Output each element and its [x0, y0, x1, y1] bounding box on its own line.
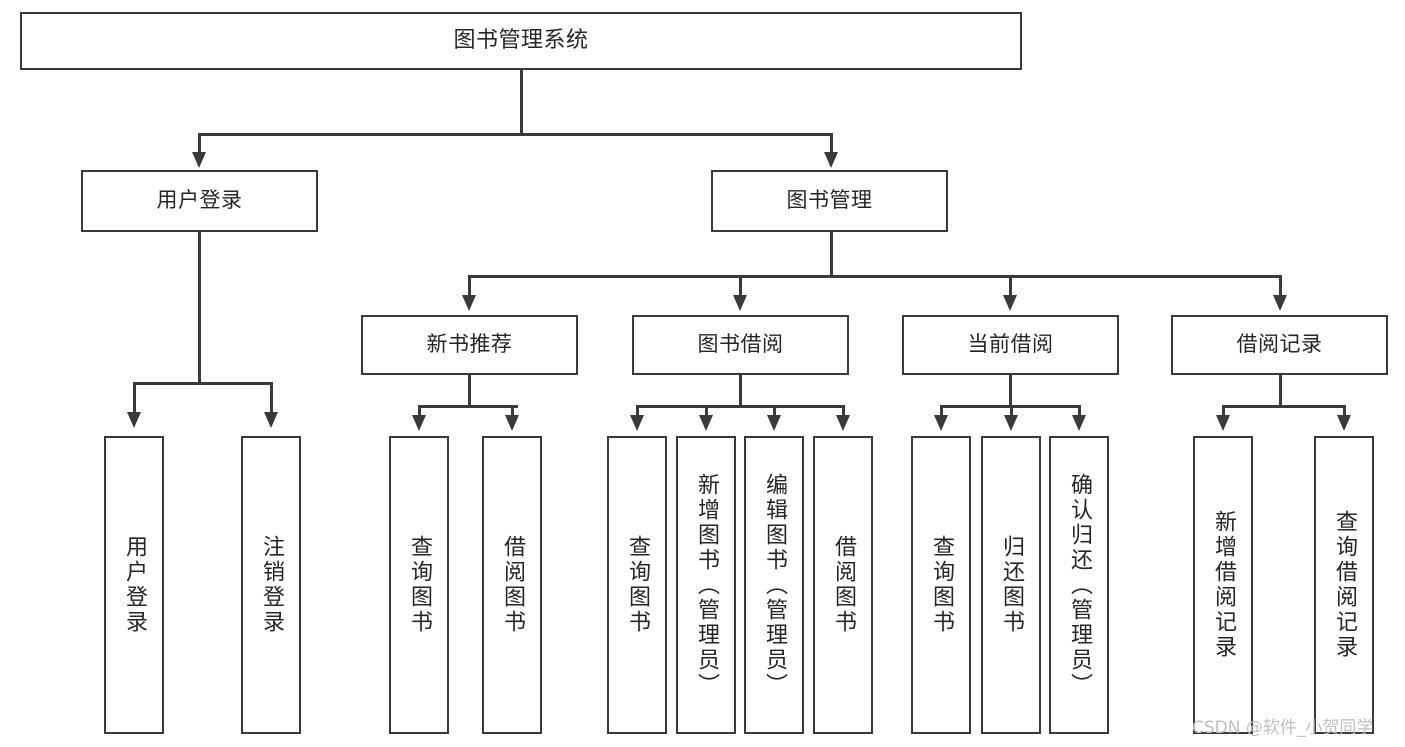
node-book-management[interactable]: 图书管理: [711, 170, 948, 232]
connector-bb-to-leaf-4: [842, 405, 845, 420]
connector-cb-to-leaf-2: [1010, 405, 1013, 420]
connector-book-borrow-stem: [739, 375, 742, 407]
node-label: 图书借阅: [697, 332, 784, 357]
arrow-user-login-to-leaf-1: [127, 412, 141, 428]
arrow-root-to-user-login: [192, 152, 206, 168]
node-label: 查询图书: [406, 535, 432, 635]
arrow-cb-to-leaf-3: [1072, 415, 1086, 431]
connector-br-to-leaf-1: [1222, 405, 1225, 420]
leaf-current-borrow-query-book[interactable]: 查询图书: [911, 436, 971, 734]
connector-user-login-stem: [198, 232, 201, 384]
leaf-new-book-borrow-book[interactable]: 借阅图书: [482, 436, 542, 734]
node-label: 当前借阅: [967, 332, 1054, 357]
connector-bm-to-current-borrow: [1009, 275, 1012, 301]
node-label: 归还图书: [998, 535, 1024, 635]
connector-book-borrow-bus: [636, 405, 844, 408]
node-label: 新书推荐: [426, 332, 513, 357]
arrow-br-to-leaf-2: [1337, 415, 1351, 431]
node-label: 编辑图书（管理员）: [761, 472, 787, 698]
connector-borrow-record-stem: [1279, 375, 1282, 407]
node-root-book-management-system[interactable]: 图书管理系统: [20, 12, 1022, 70]
csdn-watermark: CSDN @软件_小贺同学: [1192, 718, 1374, 738]
node-label: 注销登录: [258, 535, 284, 635]
arrow-user-login-to-leaf-2: [264, 412, 278, 428]
connector-root-to-user-login: [198, 133, 201, 159]
arrow-bm-to-new-book: [462, 295, 476, 311]
node-book-borrow[interactable]: 图书借阅: [632, 315, 849, 375]
connector-root-to-book-management: [830, 133, 833, 159]
connector-new-book-bus: [418, 405, 518, 408]
connector-bm-to-book-borrow: [739, 275, 742, 301]
arrow-nb-to-leaf-2: [505, 415, 519, 431]
node-label: 查询借阅记录: [1331, 510, 1357, 660]
arrow-br-to-leaf-1: [1216, 415, 1230, 431]
arrow-nb-to-leaf-1: [412, 415, 426, 431]
leaf-borrow-record-query-record[interactable]: 查询借阅记录: [1314, 436, 1374, 734]
arrow-cb-to-leaf-1: [934, 415, 948, 431]
arrow-bm-to-current-borrow: [1003, 295, 1017, 311]
leaf-user-login-logout[interactable]: 注销登录: [241, 436, 301, 734]
node-label: 借阅记录: [1236, 332, 1323, 357]
connector-user-login-to-leaf-1: [133, 382, 136, 418]
connector-bm-to-new-book: [468, 275, 471, 301]
leaf-book-borrow-query-book[interactable]: 查询图书: [607, 436, 667, 734]
connector-cb-to-leaf-3: [1078, 405, 1081, 420]
connector-bb-to-leaf-3: [773, 405, 776, 420]
arrow-bm-to-borrow-record: [1273, 295, 1287, 311]
leaf-book-borrow-borrow-book[interactable]: 借阅图书: [813, 436, 873, 734]
connector-book-management-stem: [830, 232, 833, 278]
leaf-current-borrow-confirm-return-admin[interactable]: 确认归还（管理员）: [1049, 436, 1109, 734]
leaf-book-borrow-add-book-admin[interactable]: 新增图书（管理员）: [676, 436, 736, 734]
arrow-bb-to-leaf-3: [767, 415, 781, 431]
arrow-bb-to-leaf-4: [836, 415, 850, 431]
connector-borrow-record-bus: [1222, 405, 1345, 408]
leaf-user-login-login[interactable]: 用户登录: [104, 436, 164, 734]
node-label: 查询图书: [624, 535, 650, 635]
connector-bb-to-leaf-2: [705, 405, 708, 420]
leaf-current-borrow-return-book[interactable]: 归还图书: [981, 436, 1041, 734]
leaf-new-book-query-book[interactable]: 查询图书: [389, 436, 449, 734]
connector-br-to-leaf-2: [1343, 405, 1346, 420]
node-label: 查询图书: [928, 535, 954, 635]
connector-current-borrow-bus: [940, 405, 1079, 408]
node-label: 新增借阅记录: [1210, 510, 1236, 660]
connector-cb-to-leaf-1: [940, 405, 943, 420]
connector-user-login-to-leaf-2: [270, 382, 273, 418]
node-label: 用户登录: [156, 188, 243, 213]
node-label: 借阅图书: [499, 535, 525, 635]
node-label: 图书管理: [786, 188, 873, 213]
arrow-bb-to-leaf-2: [699, 415, 713, 431]
leaf-book-borrow-edit-book-admin[interactable]: 编辑图书（管理员）: [744, 436, 804, 734]
arrow-bb-to-leaf-1: [630, 415, 644, 431]
node-new-book-recommend[interactable]: 新书推荐: [361, 315, 578, 375]
connector-bb-to-leaf-1: [636, 405, 639, 420]
connector-nb-to-leaf-2: [511, 405, 514, 420]
connector-root-bus: [198, 133, 832, 136]
connector-current-borrow-stem: [1009, 375, 1012, 407]
connector-new-book-stem: [468, 375, 471, 407]
node-label: 借阅图书: [830, 535, 856, 635]
node-current-borrow[interactable]: 当前借阅: [902, 315, 1119, 375]
leaf-borrow-record-add-record[interactable]: 新增借阅记录: [1193, 436, 1253, 734]
node-label: 用户登录: [121, 535, 147, 635]
connector-nb-to-leaf-1: [418, 405, 421, 420]
arrow-bm-to-book-borrow: [733, 295, 747, 311]
connector-root-stem: [520, 70, 523, 135]
node-borrow-record[interactable]: 借阅记录: [1171, 315, 1388, 375]
node-label: 图书管理系统: [453, 27, 589, 53]
arrow-root-to-book-management: [824, 152, 838, 168]
connector-bm-to-borrow-record: [1279, 275, 1282, 301]
arrow-cb-to-leaf-2: [1004, 415, 1018, 431]
node-user-login[interactable]: 用户登录: [81, 170, 318, 232]
node-label: 确认归还（管理员）: [1066, 472, 1092, 698]
node-label: 新增图书（管理员）: [693, 472, 719, 698]
connector-user-login-bus: [133, 382, 271, 385]
connector-book-management-bus: [468, 275, 1280, 278]
